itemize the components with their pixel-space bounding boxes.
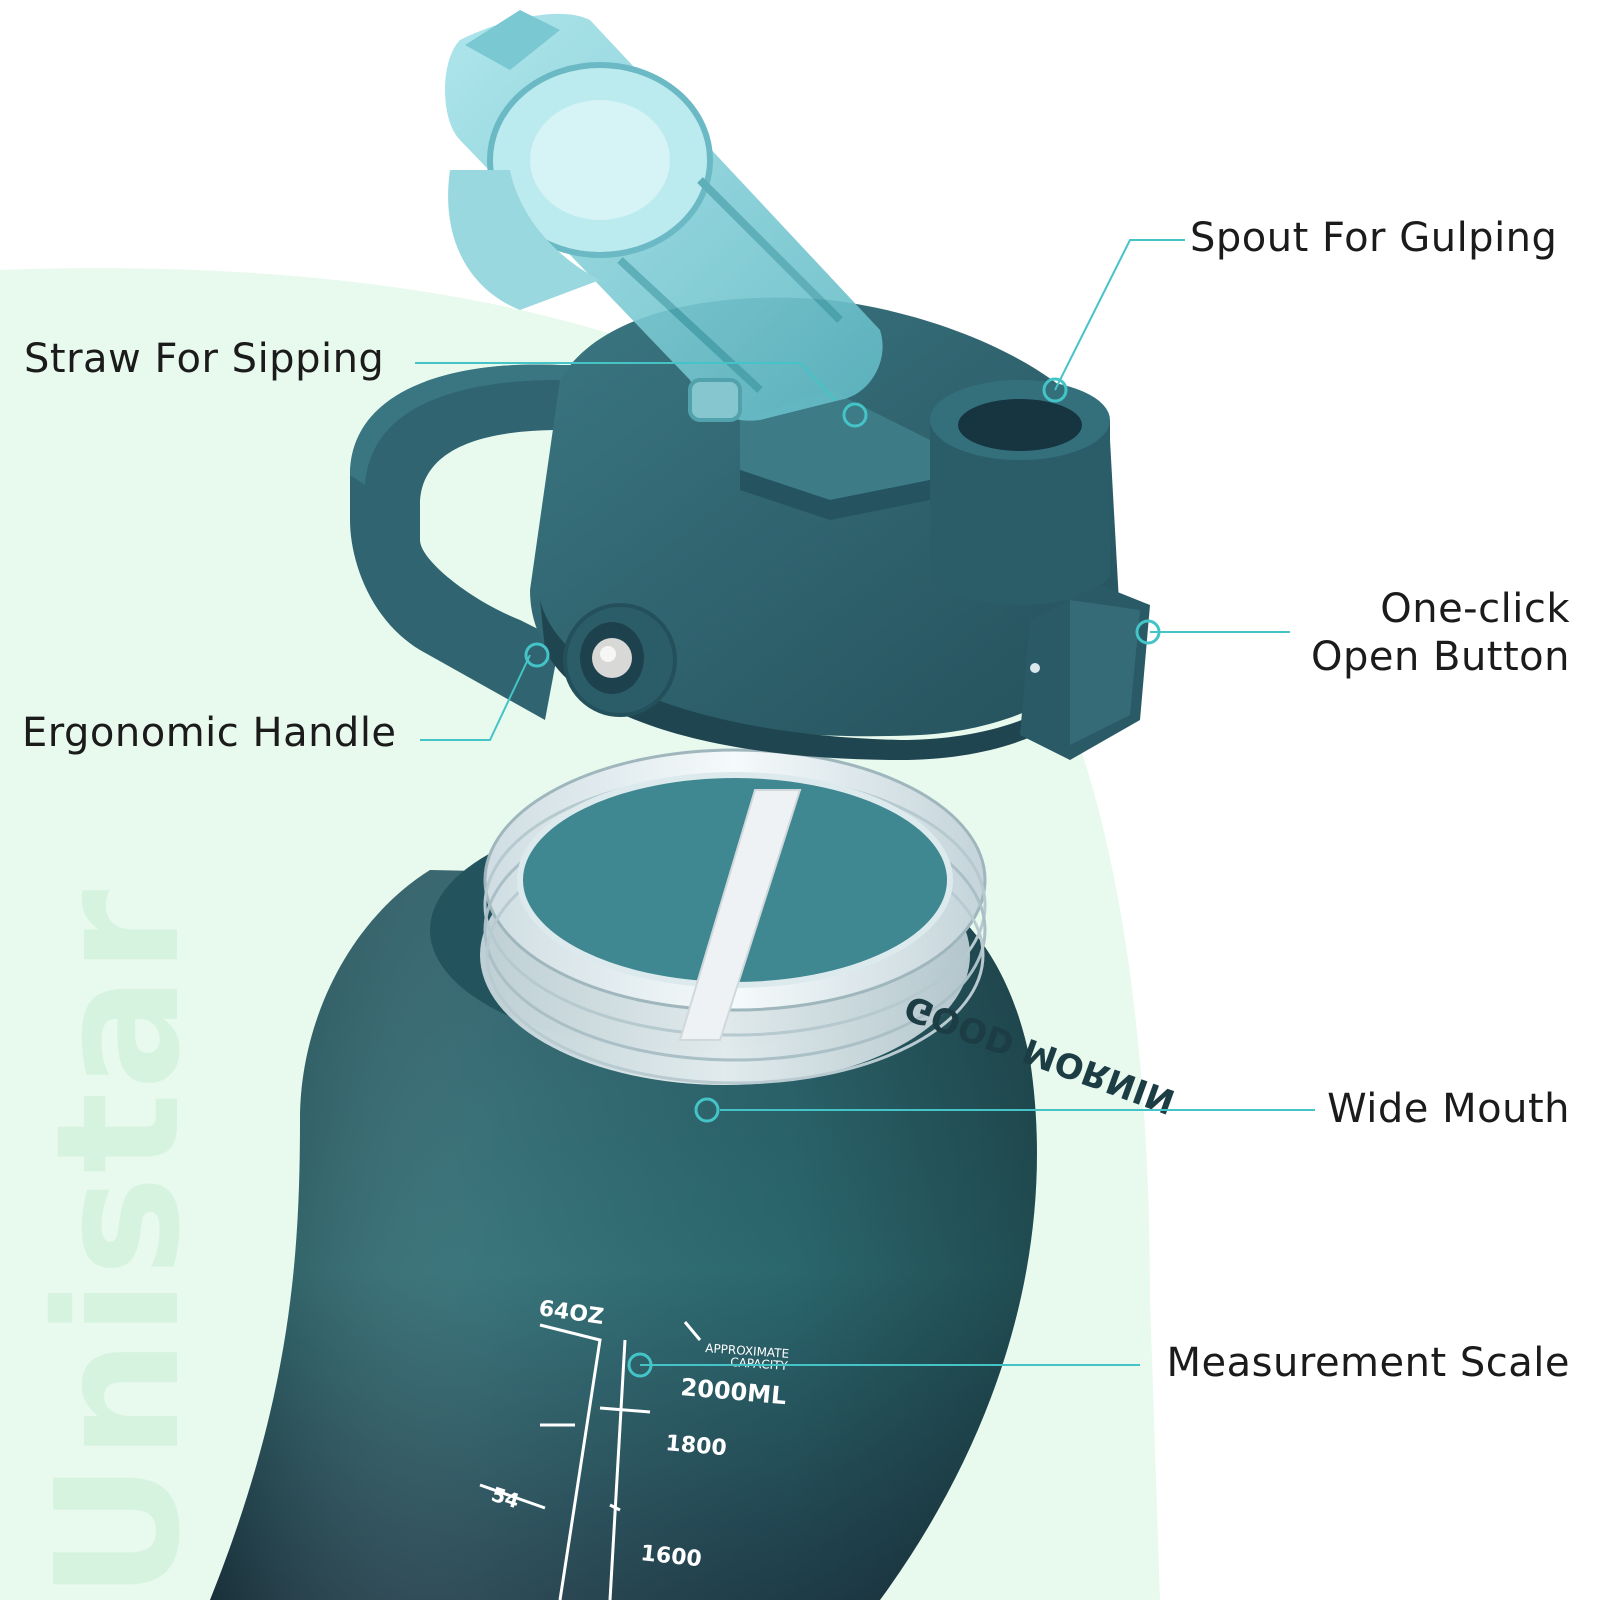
callout-dot-scale (627, 1352, 653, 1378)
label-open-button-line2: Open Button (1310, 634, 1570, 680)
label-open-button-line1: One-click (1380, 586, 1570, 632)
scale-1800: 1800 (664, 1431, 727, 1461)
handle-loop (350, 364, 600, 720)
brand-watermark: Unistar (20, 887, 218, 1600)
callout-dot-spout (1042, 377, 1068, 403)
callout-dot-button (1135, 619, 1161, 645)
label-mouth: Wide Mouth (1327, 1086, 1570, 1132)
callout-line-spout (1054, 239, 1185, 391)
callout-line-straw (415, 362, 836, 401)
callout-dot-mouth (694, 1097, 720, 1123)
label-spout: Spout For Gulping (1190, 215, 1558, 261)
straw-mount (740, 390, 930, 500)
label-straw: Straw For Sipping (24, 336, 385, 382)
measurement-scale (479, 1321, 702, 1600)
callout-dot-handle (524, 642, 550, 668)
callout-dot-straw (842, 402, 868, 428)
label-open-button: One-click Open Button (1311, 585, 1570, 681)
callout-line-handle (420, 654, 531, 741)
label-handle: Ergonomic Handle (22, 710, 397, 756)
straw-tube (678, 789, 802, 1041)
scale-approx-1: APPROXIMATE (705, 1341, 790, 1361)
open-button (1020, 585, 1150, 760)
callout-lines (415, 239, 1315, 1366)
spout (930, 380, 1110, 605)
label-scale: Measurement Scale (1166, 1340, 1570, 1386)
flip-cap (445, 10, 883, 422)
